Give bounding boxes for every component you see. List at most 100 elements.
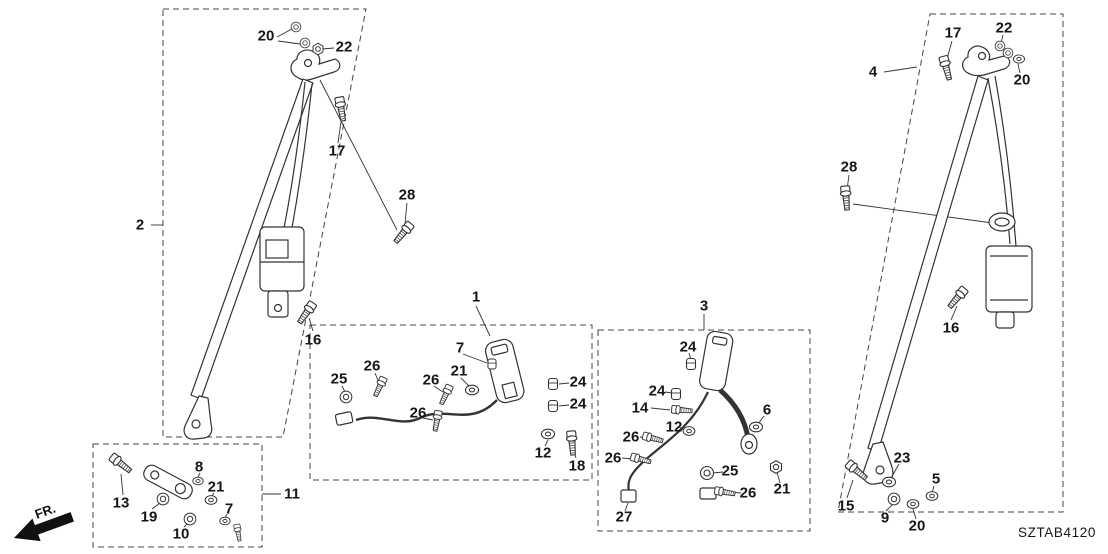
- callout-6: 6: [763, 402, 771, 419]
- callout-28: 28: [399, 187, 416, 204]
- diagram-code: SZTAB4120: [1018, 525, 1096, 540]
- fr-direction-indicator: FR.: [14, 501, 74, 542]
- callout-20: 20: [258, 28, 275, 45]
- group-11-boundary: [92, 443, 263, 548]
- ring-25-buckle1: [339, 390, 353, 404]
- clip-24-a1: [547, 377, 559, 391]
- bolt-13: [107, 451, 134, 476]
- callout-18: 18: [569, 458, 586, 475]
- callout-8: 8: [195, 459, 203, 476]
- clip-24-a3: [685, 357, 697, 371]
- washer-22-right-a: [994, 40, 1006, 52]
- seatbelt-assembly-right: [862, 45, 1033, 485]
- callout-7: 7: [456, 340, 464, 357]
- callout-28: 28: [841, 159, 858, 176]
- washer-21-buckle1: [464, 384, 480, 396]
- callout-10: 10: [173, 526, 190, 543]
- bolt-26-c3: [713, 485, 737, 499]
- callout-16: 16: [943, 320, 960, 337]
- callout-2: 2: [136, 217, 144, 234]
- callout-17: 17: [329, 143, 346, 160]
- ring-19: [156, 492, 170, 506]
- washer-23: [881, 476, 897, 488]
- bolt-26-b1: [436, 383, 455, 407]
- washer-6: [748, 421, 764, 433]
- callout-26: 26: [605, 450, 622, 467]
- callout-26: 26: [623, 429, 640, 446]
- callout-7: 7: [225, 501, 233, 518]
- group-2-boundary: [162, 8, 367, 438]
- callout-24: 24: [570, 396, 587, 413]
- seatbelt-assembly-left: [183, 49, 341, 440]
- washer-21-bracket: [204, 495, 218, 505]
- callout-12: 12: [666, 419, 683, 436]
- callout-21: 21: [451, 363, 468, 380]
- washer-12-buckle3: [682, 426, 696, 436]
- callout-23: 23: [894, 450, 911, 467]
- callout-20: 20: [909, 518, 926, 535]
- callout-26: 26: [410, 405, 427, 422]
- bolt-17-right: [937, 54, 955, 82]
- ring-25-buckle3: [699, 465, 715, 481]
- washer-12-buckle1: [540, 428, 556, 440]
- callout-11: 11: [284, 486, 300, 503]
- callout-25: 25: [722, 463, 739, 480]
- callout-26: 26: [740, 485, 757, 502]
- callout-19: 19: [141, 509, 158, 526]
- ring-10: [183, 512, 197, 526]
- bolt-18: [565, 430, 579, 456]
- callout-17: 17: [945, 25, 962, 42]
- washer-5: [925, 491, 939, 501]
- clip-7-buckle1: [487, 358, 497, 370]
- bolt-16-left: [294, 299, 319, 327]
- group-1-boundary: [309, 324, 593, 481]
- callout-5: 5: [932, 471, 940, 488]
- bolt-28-right: [839, 185, 853, 211]
- callout-24: 24: [649, 383, 666, 400]
- washer-20-right-bottom: [906, 499, 920, 509]
- callout-20: 20: [1014, 72, 1031, 89]
- callout-16: 16: [305, 332, 322, 349]
- nut-21-buckle3: [769, 460, 783, 474]
- callout-12: 12: [535, 445, 552, 462]
- nut-22-left: [312, 42, 324, 56]
- callout-27: 27: [616, 509, 633, 526]
- callout-26: 26: [364, 358, 381, 375]
- bolt-26-a3: [641, 430, 665, 446]
- leader-lines: [120, 28, 1021, 528]
- callout-24: 24: [680, 339, 697, 356]
- callout-15: 15: [838, 498, 855, 515]
- washer-22-right-b: [1002, 47, 1014, 59]
- fr-label: FR.: [33, 501, 58, 522]
- washer-20-left-a: [290, 21, 302, 33]
- washer-8: [192, 476, 204, 486]
- ring-9: [887, 492, 901, 506]
- region-boundaries: [92, 8, 1064, 548]
- callout-25: 25: [331, 371, 348, 388]
- group-4-boundary: [837, 13, 1064, 513]
- bolt-28-left: [391, 219, 416, 246]
- anchor-bracket-assembly: [143, 464, 193, 500]
- clip-24-b1: [547, 399, 559, 413]
- callout-26: 26: [423, 372, 440, 389]
- callout-24: 24: [570, 374, 587, 391]
- bolt-small-bracket: [232, 523, 244, 542]
- callout-9: 9: [881, 510, 889, 527]
- callout-14: 14: [632, 400, 649, 417]
- callout-21: 21: [208, 479, 225, 496]
- washer-20-right-top: [1013, 54, 1025, 64]
- callout-1: 1: [472, 289, 480, 306]
- callout-21: 21: [774, 481, 791, 498]
- callout-22: 22: [996, 20, 1013, 37]
- callout-22: 22: [336, 39, 353, 56]
- callout-3: 3: [700, 298, 708, 315]
- clip-24-b3: [670, 387, 682, 401]
- washer-7-bracket: [219, 516, 231, 526]
- bolt-14: [670, 404, 693, 416]
- washer-20-left-b: [299, 37, 311, 49]
- bolt-16-right: [945, 284, 970, 311]
- callout-4: 4: [869, 64, 878, 81]
- buckle-assembly-1: [334, 338, 525, 426]
